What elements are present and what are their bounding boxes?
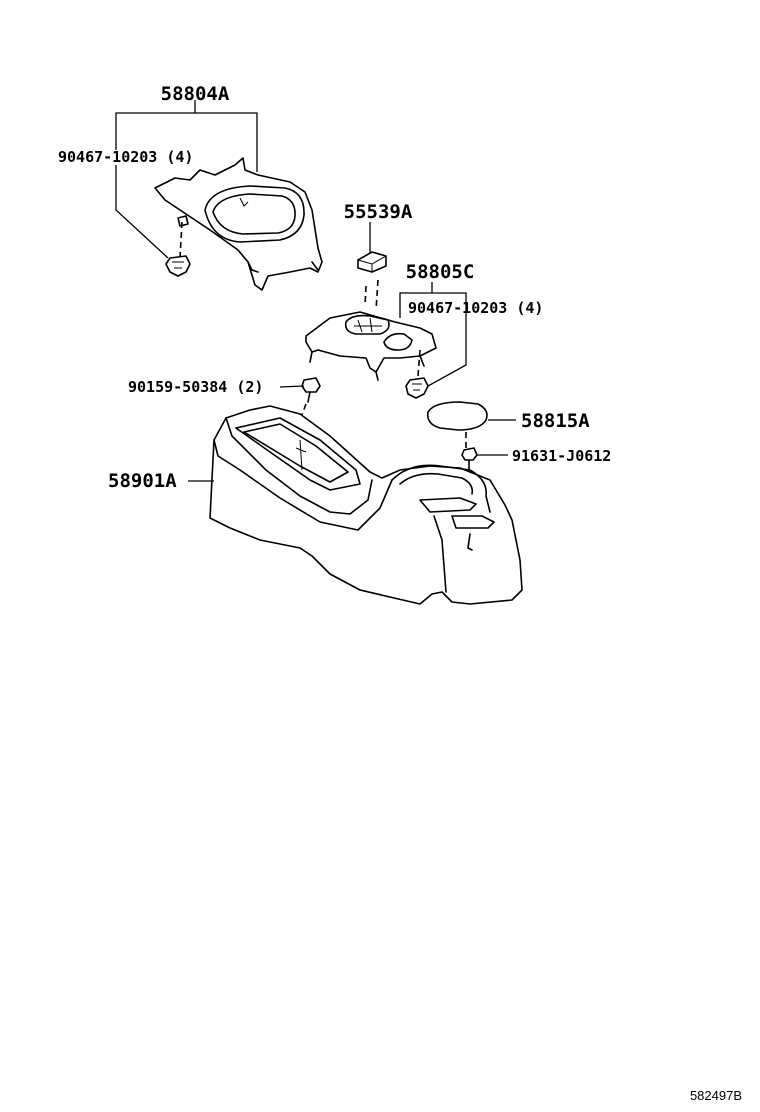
diagram-code: 582497B: [690, 1088, 742, 1103]
upper-console-panel: [154, 157, 323, 291]
label-shift-panel: 58805C: [406, 261, 475, 283]
label-screw: 91631-J0612: [512, 447, 611, 465]
label-lid: 58815A: [521, 410, 590, 432]
shift-panel: [305, 311, 437, 381]
label-console-box: 58901A: [108, 470, 177, 492]
clip-left: [165, 215, 191, 277]
label-clip-right: 90467-10203 (4): [408, 299, 543, 317]
console-lid: [426, 401, 488, 454]
leader-lines: [115, 100, 516, 482]
label-cap: 55539A: [344, 201, 413, 223]
console-box: [209, 405, 523, 605]
bolt: [299, 377, 321, 421]
label-clip-left: 90467-10203 (4): [58, 148, 193, 166]
clip-right: [405, 349, 429, 399]
shift-cap: [357, 251, 387, 311]
label-upper-panel: 58804A: [161, 83, 230, 105]
label-bolt: 90159-50384 (2): [128, 378, 263, 396]
